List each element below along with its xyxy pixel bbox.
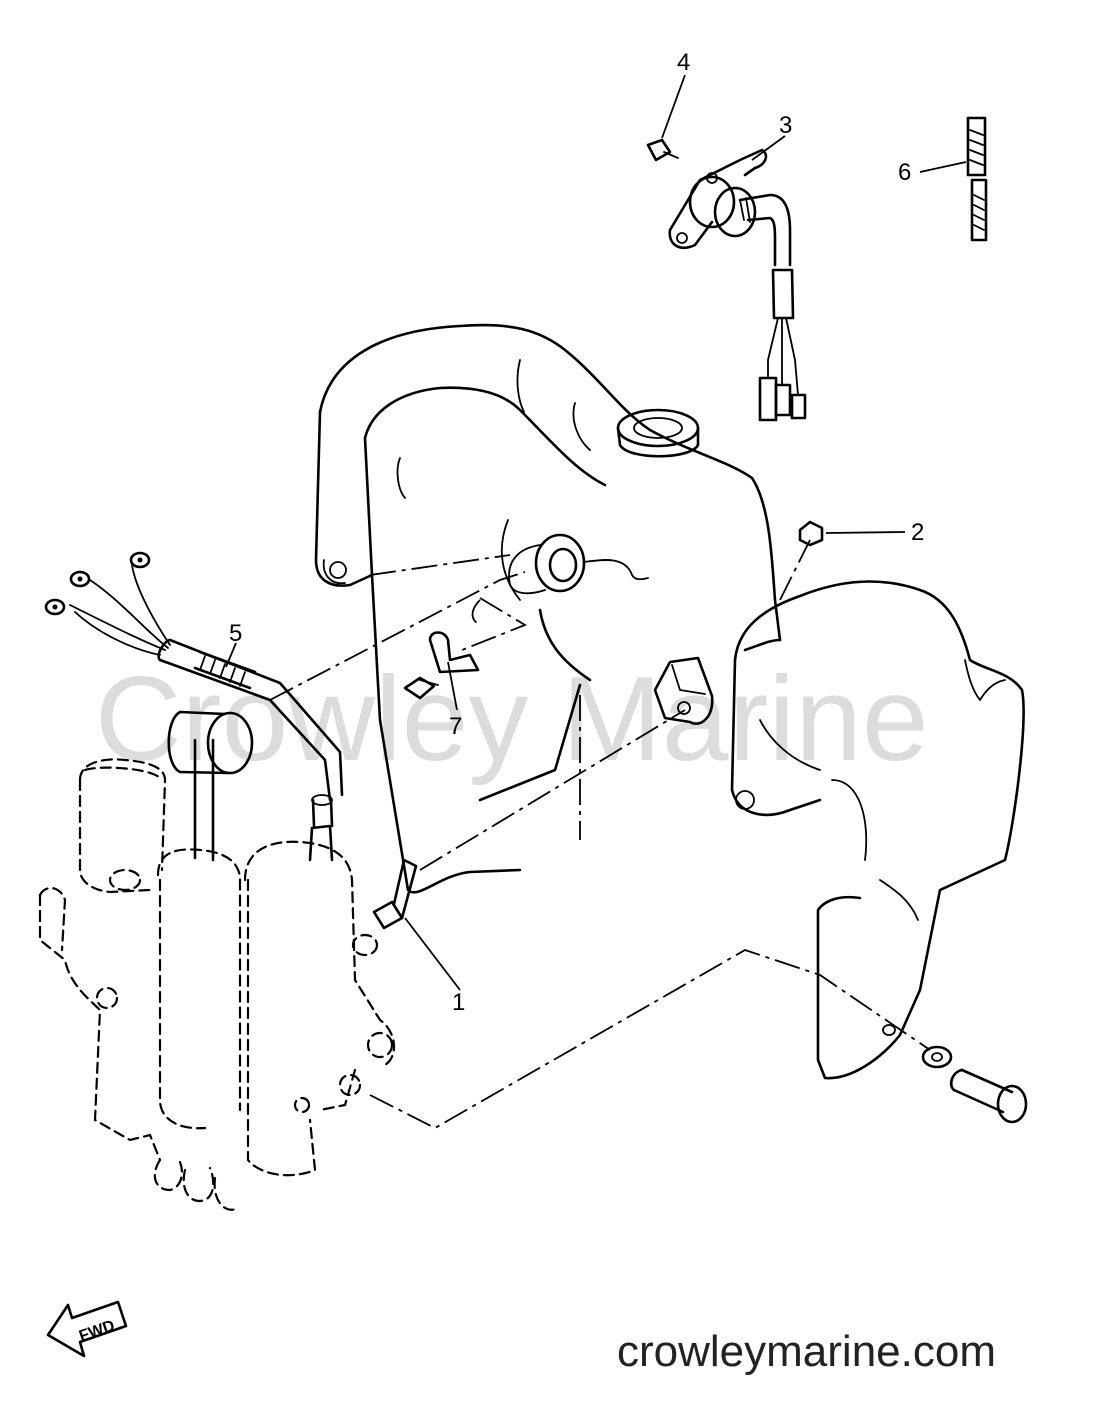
watermark-text: Crowley Marine — [95, 652, 929, 786]
screw-1 — [372, 858, 418, 930]
wire-clamp-7 — [403, 631, 480, 700]
site-url: crowleymarine.com — [617, 1327, 996, 1376]
bolt-4 — [646, 138, 679, 162]
callout-2: 2 — [911, 519, 924, 546]
fwd-label: FWD — [77, 1317, 117, 1345]
cable-tie — [966, 116, 988, 242]
trim-sensor-bracket — [668, 148, 807, 422]
callout-4: 4 — [677, 49, 690, 76]
callout-7: 7 — [449, 713, 462, 740]
trim-sensor-unit — [653, 656, 714, 725]
callout-5: 5 — [229, 620, 242, 647]
callout-1: 1 — [452, 989, 465, 1016]
tilt-pin — [921, 1045, 1028, 1124]
nut-2 — [798, 520, 824, 547]
callout-6: 6 — [898, 159, 911, 186]
right-bracket — [730, 580, 1025, 1080]
power-trim-tilt-unit — [38, 710, 396, 1211]
clamp-bracket — [314, 323, 782, 894]
leader-lines — [225, 74, 967, 991]
fwd-arrow-icon: FWD — [46, 1300, 128, 1358]
callout-3: 3 — [779, 112, 792, 139]
assembly-lines — [269, 539, 931, 1130]
trim-lead-wire — [44, 551, 344, 802]
